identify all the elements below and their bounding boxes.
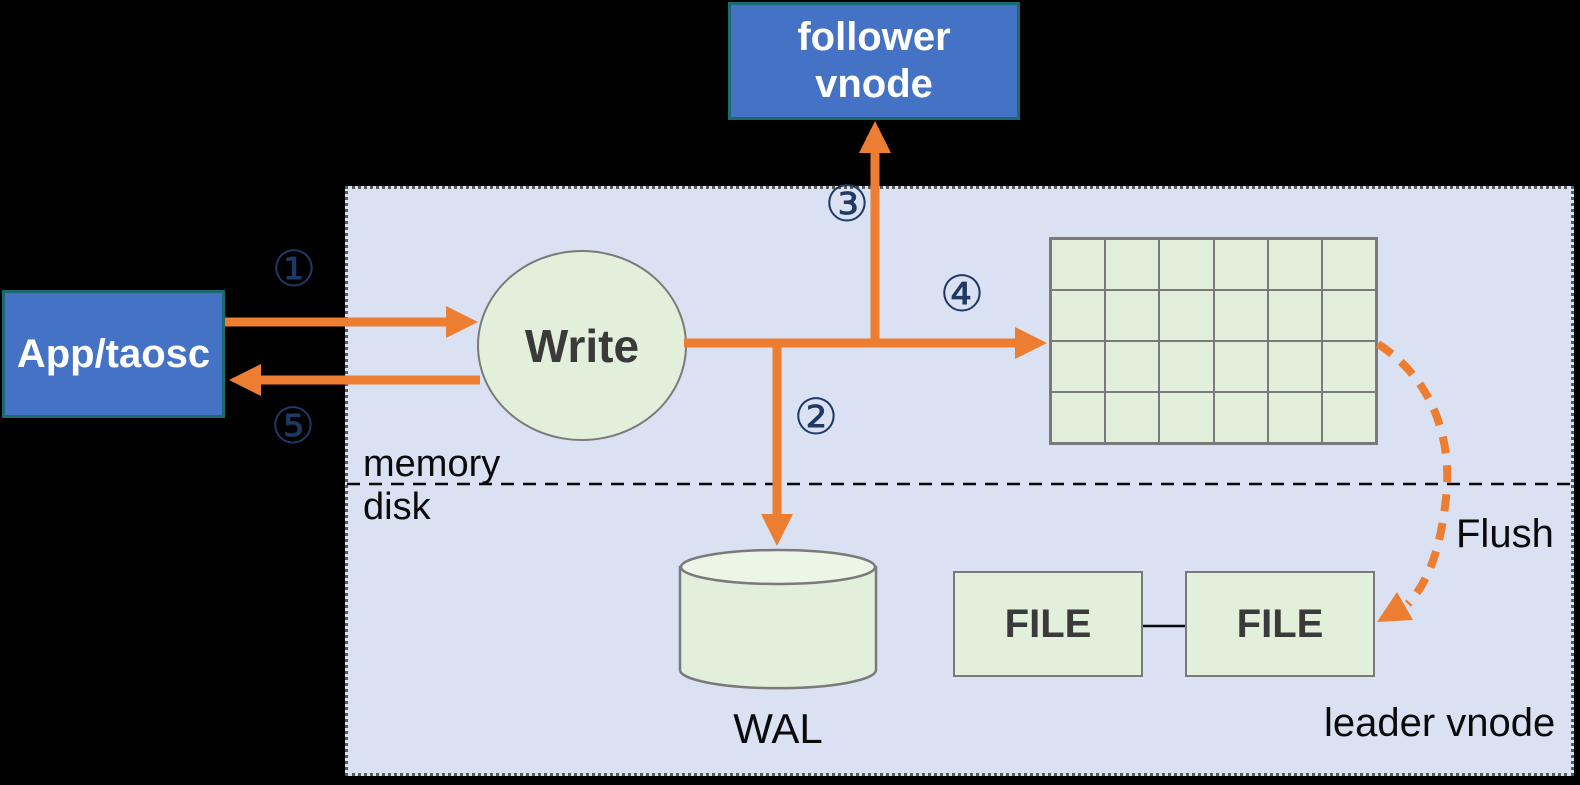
wal-cylinder-body	[678, 565, 878, 690]
memtable-cell	[1321, 392, 1376, 443]
file-left-label: FILE	[1004, 601, 1092, 646]
memtable-cell	[1321, 341, 1376, 392]
follower-vnode-node: follower vnode	[728, 2, 1020, 120]
follower-vnode-label-line1: follower	[797, 15, 951, 59]
write-node-label: Write	[524, 319, 640, 372]
follower-vnode-label-line2: vnode	[815, 62, 933, 106]
memtable-cell	[1213, 290, 1268, 341]
memtable-cell	[1213, 341, 1268, 392]
memtable-cell	[1159, 392, 1214, 443]
memory-label: memory	[363, 443, 501, 485]
memtable-cell	[1159, 239, 1214, 290]
flush-label: Flush	[1456, 512, 1554, 556]
file-right-label: FILE	[1236, 601, 1324, 646]
memtable-cell	[1051, 290, 1106, 341]
memtable-cell	[1105, 290, 1160, 341]
memtable-cell	[1213, 239, 1268, 290]
memtable-cell	[1321, 239, 1376, 290]
memtable-cell	[1159, 290, 1214, 341]
wal-label: WAL	[733, 705, 823, 752]
memtable-cell	[1105, 239, 1160, 290]
step-number-3: ③	[824, 175, 870, 233]
memtable-cell	[1051, 341, 1106, 392]
arrow-step5-head	[229, 364, 261, 396]
leader-vnode-label: leader vnode	[1324, 701, 1556, 745]
wal-cylinder	[678, 548, 878, 690]
disk-label: disk	[363, 486, 431, 528]
step-number-5: ⑤	[270, 397, 316, 455]
memtable-cell	[1267, 341, 1322, 392]
memtable-cell	[1213, 392, 1268, 443]
memtable-cell	[1051, 239, 1106, 290]
step-number-1: ①	[271, 240, 317, 298]
write-node: Write	[477, 250, 687, 441]
memtable-cell	[1105, 341, 1160, 392]
memtable-cell	[1321, 290, 1376, 341]
memtable-cell	[1105, 392, 1160, 443]
memtable-cell	[1051, 392, 1106, 443]
memtable-cell	[1267, 392, 1322, 443]
arrow-step3-head	[859, 121, 891, 153]
wal-cylinder-top	[679, 548, 877, 586]
file-box-right: FILE	[1185, 571, 1375, 677]
file-box-left: FILE	[953, 571, 1143, 677]
app-taosc-label: App/taosc	[16, 331, 211, 376]
step-number-2: ②	[793, 388, 839, 446]
app-taosc-node: App/taosc	[2, 290, 225, 418]
memtable-grid	[1049, 237, 1378, 445]
memtable-cell	[1159, 341, 1214, 392]
memtable-cell	[1267, 239, 1322, 290]
step-number-4: ④	[939, 265, 985, 323]
memtable-cell	[1267, 290, 1322, 341]
